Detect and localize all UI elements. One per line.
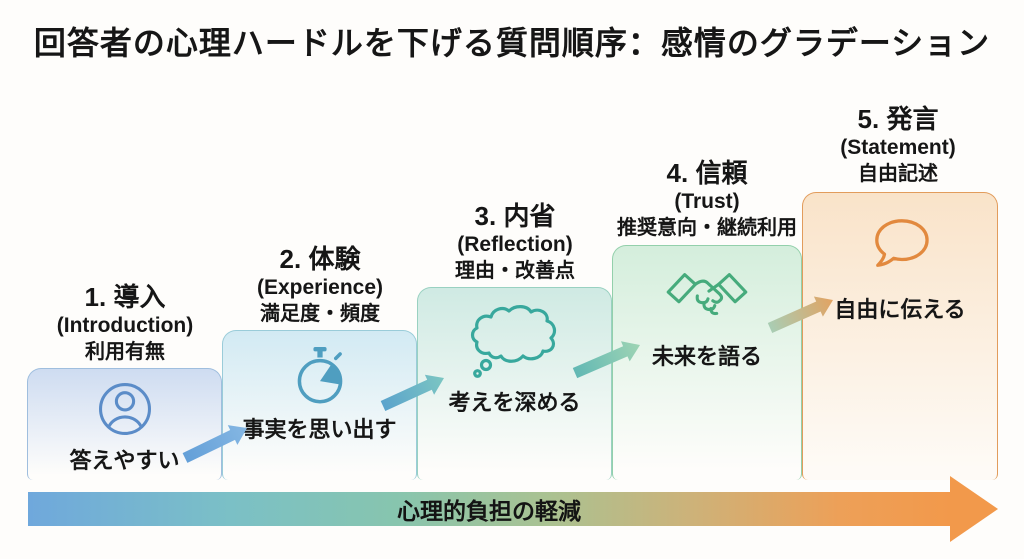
step-1-message: 答えやすい [69, 448, 180, 473]
step-2-block: 事実を思い出す [222, 330, 417, 480]
stopwatch-icon [223, 344, 416, 406]
step-4-message: 未来を語る [651, 344, 763, 369]
step-3-heading: 3. 内省 (Reflection) 理由・改善点 [385, 200, 645, 284]
step-2-message: 事実を思い出す [242, 417, 397, 442]
step-4-focus: 推奨意向・継続利用 [617, 217, 797, 239]
step-1-stage: 1. 導入 [84, 282, 166, 312]
reduction-banner: 心理的負担の軽減 [28, 492, 950, 526]
step-5-block: 自由に伝える [802, 192, 998, 480]
thought-cloud-icon [418, 301, 611, 379]
step-1-heading: 1. 導入 (Introduction) 利用有無 [0, 281, 255, 365]
user-icon [28, 380, 221, 438]
reduction-banner-label: 心理的負担の軽減 [397, 498, 581, 524]
step-3-message: 考えを深める [448, 390, 581, 415]
step-3-focus: 理由・改善点 [455, 260, 575, 282]
step-4-stage: 4. 信頼 [666, 158, 748, 188]
step-3-stage-en: (Reflection) [457, 233, 573, 256]
step-1-focus: 利用有無 [85, 341, 165, 363]
speech-bubble-icon [803, 215, 997, 273]
step-2-heading: 2. 体験 (Experience) 満足度・頻度 [190, 243, 450, 327]
step-4-block: 未来を語る [612, 245, 802, 480]
step-5-message: 自由に伝える [834, 297, 966, 322]
step-5-stage: 5. 発言 [857, 104, 939, 134]
step-5-heading: 5. 発言 (Statement) 自由記述 [768, 103, 1024, 187]
step-2-stage: 2. 体験 [279, 244, 361, 274]
step-4-heading: 4. 信頼 (Trust) 推奨意向・継続利用 [577, 157, 837, 241]
step-3-stage: 3. 内省 [474, 201, 556, 231]
step-1-stage-en: (Introduction) [56, 314, 194, 337]
step-2-stage-en: (Experience) [256, 276, 384, 299]
step-4-stage-en: (Trust) [674, 190, 740, 213]
reduction-banner-arrowhead [950, 476, 998, 542]
step-2-focus: 満足度・頻度 [260, 303, 380, 325]
handshake-icon [613, 262, 801, 326]
step-3-block: 考えを深める [417, 287, 612, 480]
step-5-stage-en: (Statement) [840, 136, 956, 159]
diagram-title: 回答者の心理ハードルを下げる質問順序：感情のグラデーション [33, 25, 991, 61]
step-5-focus: 自由記述 [858, 163, 938, 185]
step-1-block: 答えやすい [27, 368, 222, 480]
